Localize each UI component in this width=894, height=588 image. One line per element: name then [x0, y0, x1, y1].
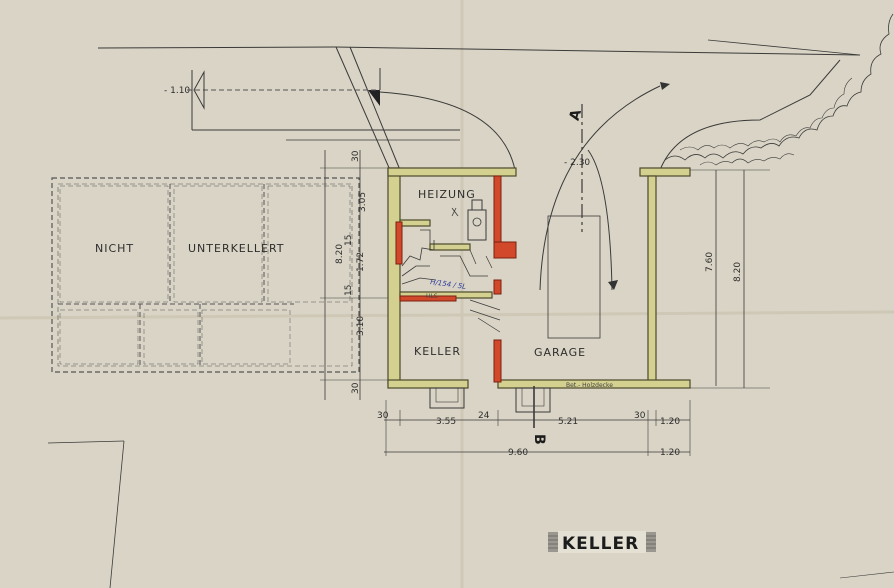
wall-north-left	[387, 167, 517, 177]
note-bet: Bet.- Holzdecke	[566, 382, 613, 389]
section-mark-b: B	[531, 434, 547, 445]
label-keller: KELLER	[414, 345, 461, 358]
label-garage: GARAGE	[534, 346, 586, 359]
wall-north-right	[639, 167, 691, 177]
red-wall-keller	[493, 339, 502, 383]
wall-east-inner	[647, 175, 657, 385]
level-top-left: - 1.10	[164, 86, 190, 96]
driveway-curves	[379, 59, 841, 291]
label-unterkellert: UNTERKELLERT	[188, 242, 285, 255]
red-wall-heizung	[493, 175, 502, 243]
wall-west	[387, 167, 401, 385]
wall-stair-top	[399, 219, 431, 227]
site-sketch-lines	[47, 440, 894, 588]
arrow-left-icon	[193, 70, 205, 110]
unexcavated-area: NICHT UNTERKELLERT	[51, 177, 360, 373]
access-ramp	[335, 46, 401, 171]
wall-south-right	[497, 379, 691, 389]
section-line-a: A - 2.30	[564, 104, 590, 232]
dim-v8-20: 8.20	[335, 244, 345, 264]
property-boundary	[97, 39, 861, 56]
dim-v1-72: 1.72	[356, 252, 366, 272]
dim-30-a: 30	[377, 411, 389, 421]
building-walls	[387, 167, 691, 389]
red-wall-keller-top	[399, 295, 457, 302]
boiler-unit	[451, 199, 487, 241]
dim-v3-05: 3.05	[358, 192, 368, 212]
dimension-chain-right: 7.60 8.20	[690, 169, 770, 389]
note-hls: HLS	[426, 293, 438, 300]
light-well-right	[515, 387, 551, 413]
dim-r8-20: 8.20	[733, 262, 743, 282]
dim-v30-top: 30	[351, 150, 361, 162]
window-wells	[429, 387, 551, 413]
parking-stall	[547, 215, 601, 339]
dim-1-20-a: 1.20	[660, 417, 680, 427]
wall-stair-mid	[429, 243, 471, 251]
title-plate: KELLER	[548, 531, 656, 554]
dim-r7-60: 7.60	[705, 252, 715, 272]
dim-5-21: 5.21	[558, 417, 578, 427]
boiler-icon	[467, 209, 487, 241]
dim-1-20-b: 1.20	[660, 448, 680, 458]
red-stub-mid	[493, 279, 502, 295]
dim-v3-10: 3.10	[356, 316, 366, 336]
dim-30-b: 30	[634, 411, 646, 421]
new-walls	[395, 175, 517, 383]
hedge-vegetation	[664, 13, 894, 166]
staircase	[401, 229, 501, 333]
wall-south-left	[387, 379, 469, 389]
dimension-chain-left: 30 3.05 15 8.20 1.72 15 3.10 30	[320, 150, 390, 400]
section-line-b: B	[531, 386, 547, 445]
light-well-left	[429, 387, 465, 409]
dim-v30-bot: 30	[351, 382, 361, 394]
section-mark-a: A	[567, 108, 585, 123]
level-indicator-top: - 1.10	[164, 70, 460, 141]
paper-fold-horizontal	[0, 310, 894, 320]
dimension-chain-bottom: 30 3.55 24 5.21 30 1.20 9.60 1.20	[377, 400, 691, 458]
label-heizung: HEIZUNG	[418, 188, 476, 201]
red-chimney	[493, 241, 517, 259]
label-nicht: NICHT	[95, 242, 134, 255]
dim-9-60: 9.60	[508, 448, 528, 458]
drawing-title: KELLER	[562, 534, 639, 554]
dim-3-55: 3.55	[436, 417, 456, 427]
level-garage: - 2.30	[564, 158, 590, 168]
red-wall-stair	[395, 221, 403, 265]
dim-24: 24	[478, 411, 490, 421]
dim-v15: 15	[344, 235, 354, 246]
dim-v15-b: 15	[344, 285, 354, 296]
level-marker-icon	[368, 90, 380, 106]
